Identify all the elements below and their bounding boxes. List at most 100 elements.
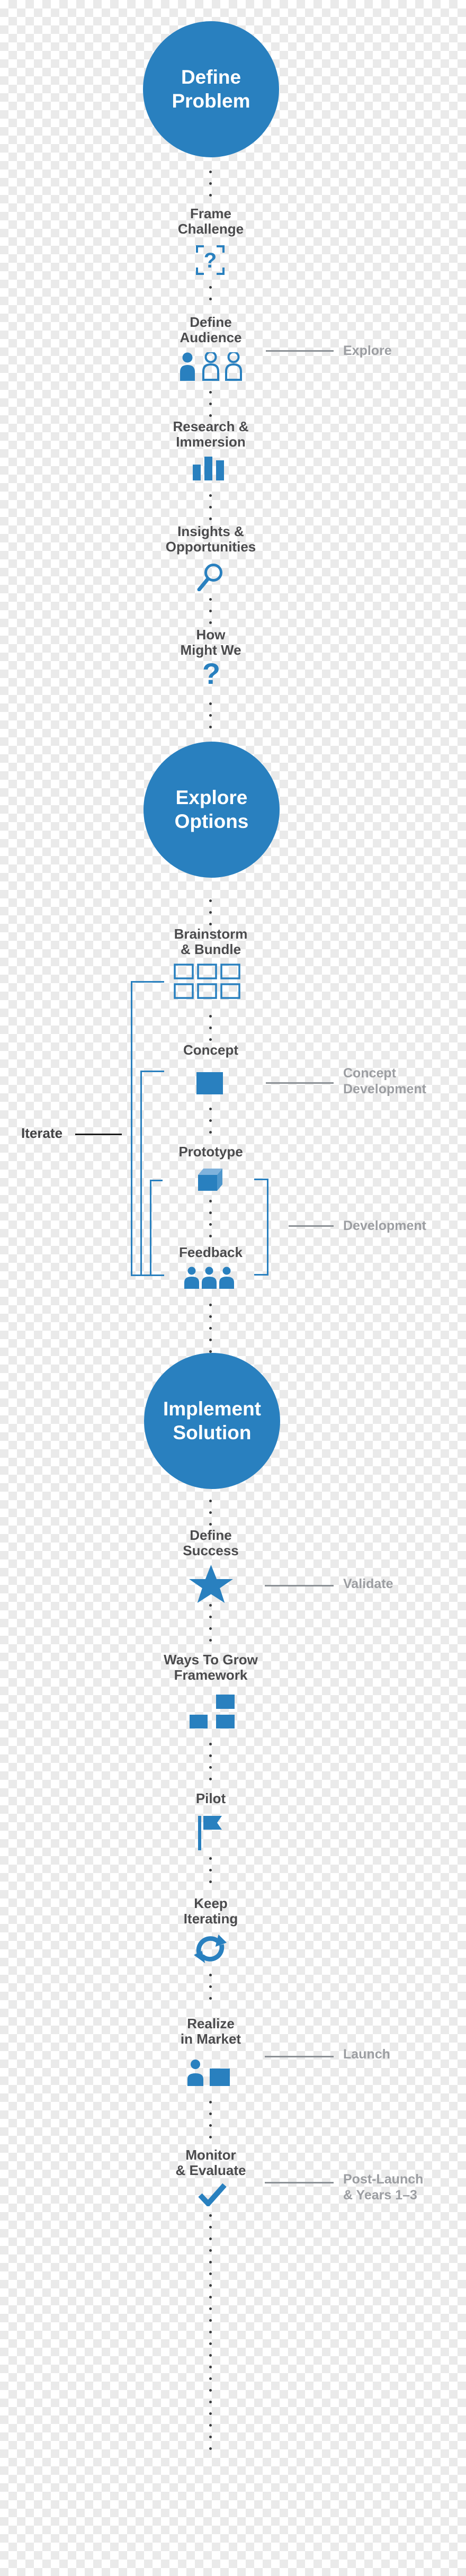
- dotted-connector: [209, 598, 212, 633]
- label-post-launch: Post-Launch & Years 1–3: [343, 2172, 424, 2203]
- connector-dot: [209, 2436, 212, 2438]
- iterate-bracket-outer-vertical: [131, 981, 132, 1276]
- connector-dot: [209, 1743, 212, 1745]
- connector-dot: [209, 1778, 212, 1780]
- step-monitor-evaluate: Monitor & Evaluate: [175, 2147, 246, 2179]
- connector-dot: [209, 726, 212, 728]
- connector-dot: [209, 1211, 212, 1214]
- connector-dot: [209, 2331, 212, 2333]
- iterate-bracket-middle-arm: [140, 1071, 164, 1072]
- connector-dot: [209, 391, 212, 394]
- connector-dot: [209, 1131, 212, 1134]
- connector-dot: [209, 2261, 212, 2263]
- connector-dot: [209, 714, 212, 717]
- dotted-connector: [209, 286, 212, 309]
- connector-dot: [209, 598, 212, 601]
- connector-dot: [209, 1119, 212, 1122]
- connector-dot: [209, 2319, 212, 2322]
- connector-dot: [209, 506, 212, 509]
- label-launch: Launch: [343, 2047, 390, 2062]
- dotted-connector: [209, 899, 212, 934]
- connector-dot: [209, 1857, 212, 1860]
- iterate-connector-line: [75, 1134, 122, 1135]
- iterate-bracket-inner-vertical: [150, 1180, 151, 1276]
- label-iterate: Iterate: [21, 1125, 63, 1141]
- connector-dot: [209, 286, 212, 289]
- connector-dot: [209, 2296, 212, 2298]
- search-icon: [197, 564, 222, 591]
- step-research-immersion: Research & Immersion: [173, 418, 249, 450]
- step-keep-iterating: Keep Iterating: [183, 1895, 238, 1927]
- connector-dot: [209, 1015, 212, 1018]
- iterate-bracket-outer-arm: [131, 981, 164, 983]
- connector-dot: [209, 702, 212, 705]
- phase-implement-solution: Implement Solution: [144, 1353, 280, 1489]
- connector-dot: [209, 2124, 212, 2127]
- connector-dot: [209, 2238, 212, 2240]
- connector-dot: [209, 1604, 212, 1607]
- connector-dot: [209, 2342, 212, 2345]
- connector-dot: [209, 899, 212, 902]
- connector-dot: [209, 2447, 212, 2450]
- dotted-connector-tail: [209, 2214, 212, 2459]
- connector-dot: [209, 1627, 212, 1630]
- flag-icon: [198, 1816, 222, 1850]
- dotted-connector: [209, 1200, 212, 1246]
- checkmark-icon: [198, 2183, 227, 2206]
- connector-dot: [209, 403, 212, 405]
- connector-dot: [209, 1200, 212, 1202]
- dotted-connector: [209, 1108, 212, 1143]
- connector-dot: [209, 1974, 212, 1976]
- star-icon: [189, 1564, 233, 1603]
- connector-dot: [209, 1339, 212, 1341]
- step-concept: Concept: [183, 1042, 238, 1058]
- connector-dot: [209, 171, 212, 173]
- brainstorm-grid-icon: [174, 964, 240, 999]
- dotted-connector: [209, 1304, 212, 1362]
- step-prototype: Prototype: [178, 1144, 243, 1160]
- dotted-connector: [209, 1500, 212, 1535]
- connector-dot: [209, 1027, 212, 1029]
- concept-development-connector-line: [266, 1082, 334, 1084]
- phase-define-problem-label: Define Problem: [172, 66, 250, 112]
- step-realize-in-market: Realize in Market: [180, 2016, 241, 2047]
- step-ways-to-grow: Ways To Grow Framework: [164, 1652, 258, 1683]
- connector-dot: [209, 2284, 212, 2287]
- connector-dot: [209, 2214, 212, 2217]
- connector-dot: [209, 1639, 212, 1642]
- prototype-cube-icon: [198, 1169, 222, 1191]
- connector-dot: [209, 2389, 212, 2392]
- connector-dot: [209, 2424, 212, 2427]
- connector-dot: [209, 1754, 212, 1757]
- bar-chart-icon: [193, 457, 224, 480]
- grow-squares-icon: [190, 1695, 235, 1728]
- dotted-connector: [209, 1743, 212, 1789]
- iterate-bracket-bottom-arm: [131, 1274, 164, 1276]
- connector-dot: [209, 1038, 212, 1041]
- concept-square-icon: [196, 1072, 223, 1094]
- label-validate: Validate: [343, 1576, 393, 1591]
- svg-text:?: ?: [204, 249, 217, 272]
- connector-dot: [209, 1523, 212, 1526]
- phase-define-problem: Define Problem: [143, 21, 279, 157]
- dotted-connector: [209, 391, 212, 426]
- connector-dot: [209, 2366, 212, 2368]
- connector-dot: [209, 2307, 212, 2310]
- launch-connector-line: [265, 2056, 334, 2057]
- connector-dot: [209, 1350, 212, 1353]
- development-bracket-vertical: [267, 1179, 268, 1276]
- connector-dot: [209, 182, 212, 185]
- frame-question-icon: ?: [196, 245, 225, 275]
- step-insights-opportunities: Insights & Opportunities: [165, 523, 256, 555]
- connector-dot: [209, 1616, 212, 1618]
- dotted-connector: [209, 1015, 212, 1050]
- step-brainstorm-bundle: Brainstorm & Bundle: [174, 926, 248, 958]
- connector-dot: [209, 2226, 212, 2229]
- connector-dot: [209, 923, 212, 925]
- connector-dot: [209, 2101, 212, 2103]
- dotted-connector: [209, 1604, 212, 1651]
- connector-dot: [209, 298, 212, 300]
- iterate-bracket-middle-vertical: [140, 1071, 142, 1276]
- connector-dot: [209, 494, 212, 497]
- connector-dot: [209, 1108, 212, 1110]
